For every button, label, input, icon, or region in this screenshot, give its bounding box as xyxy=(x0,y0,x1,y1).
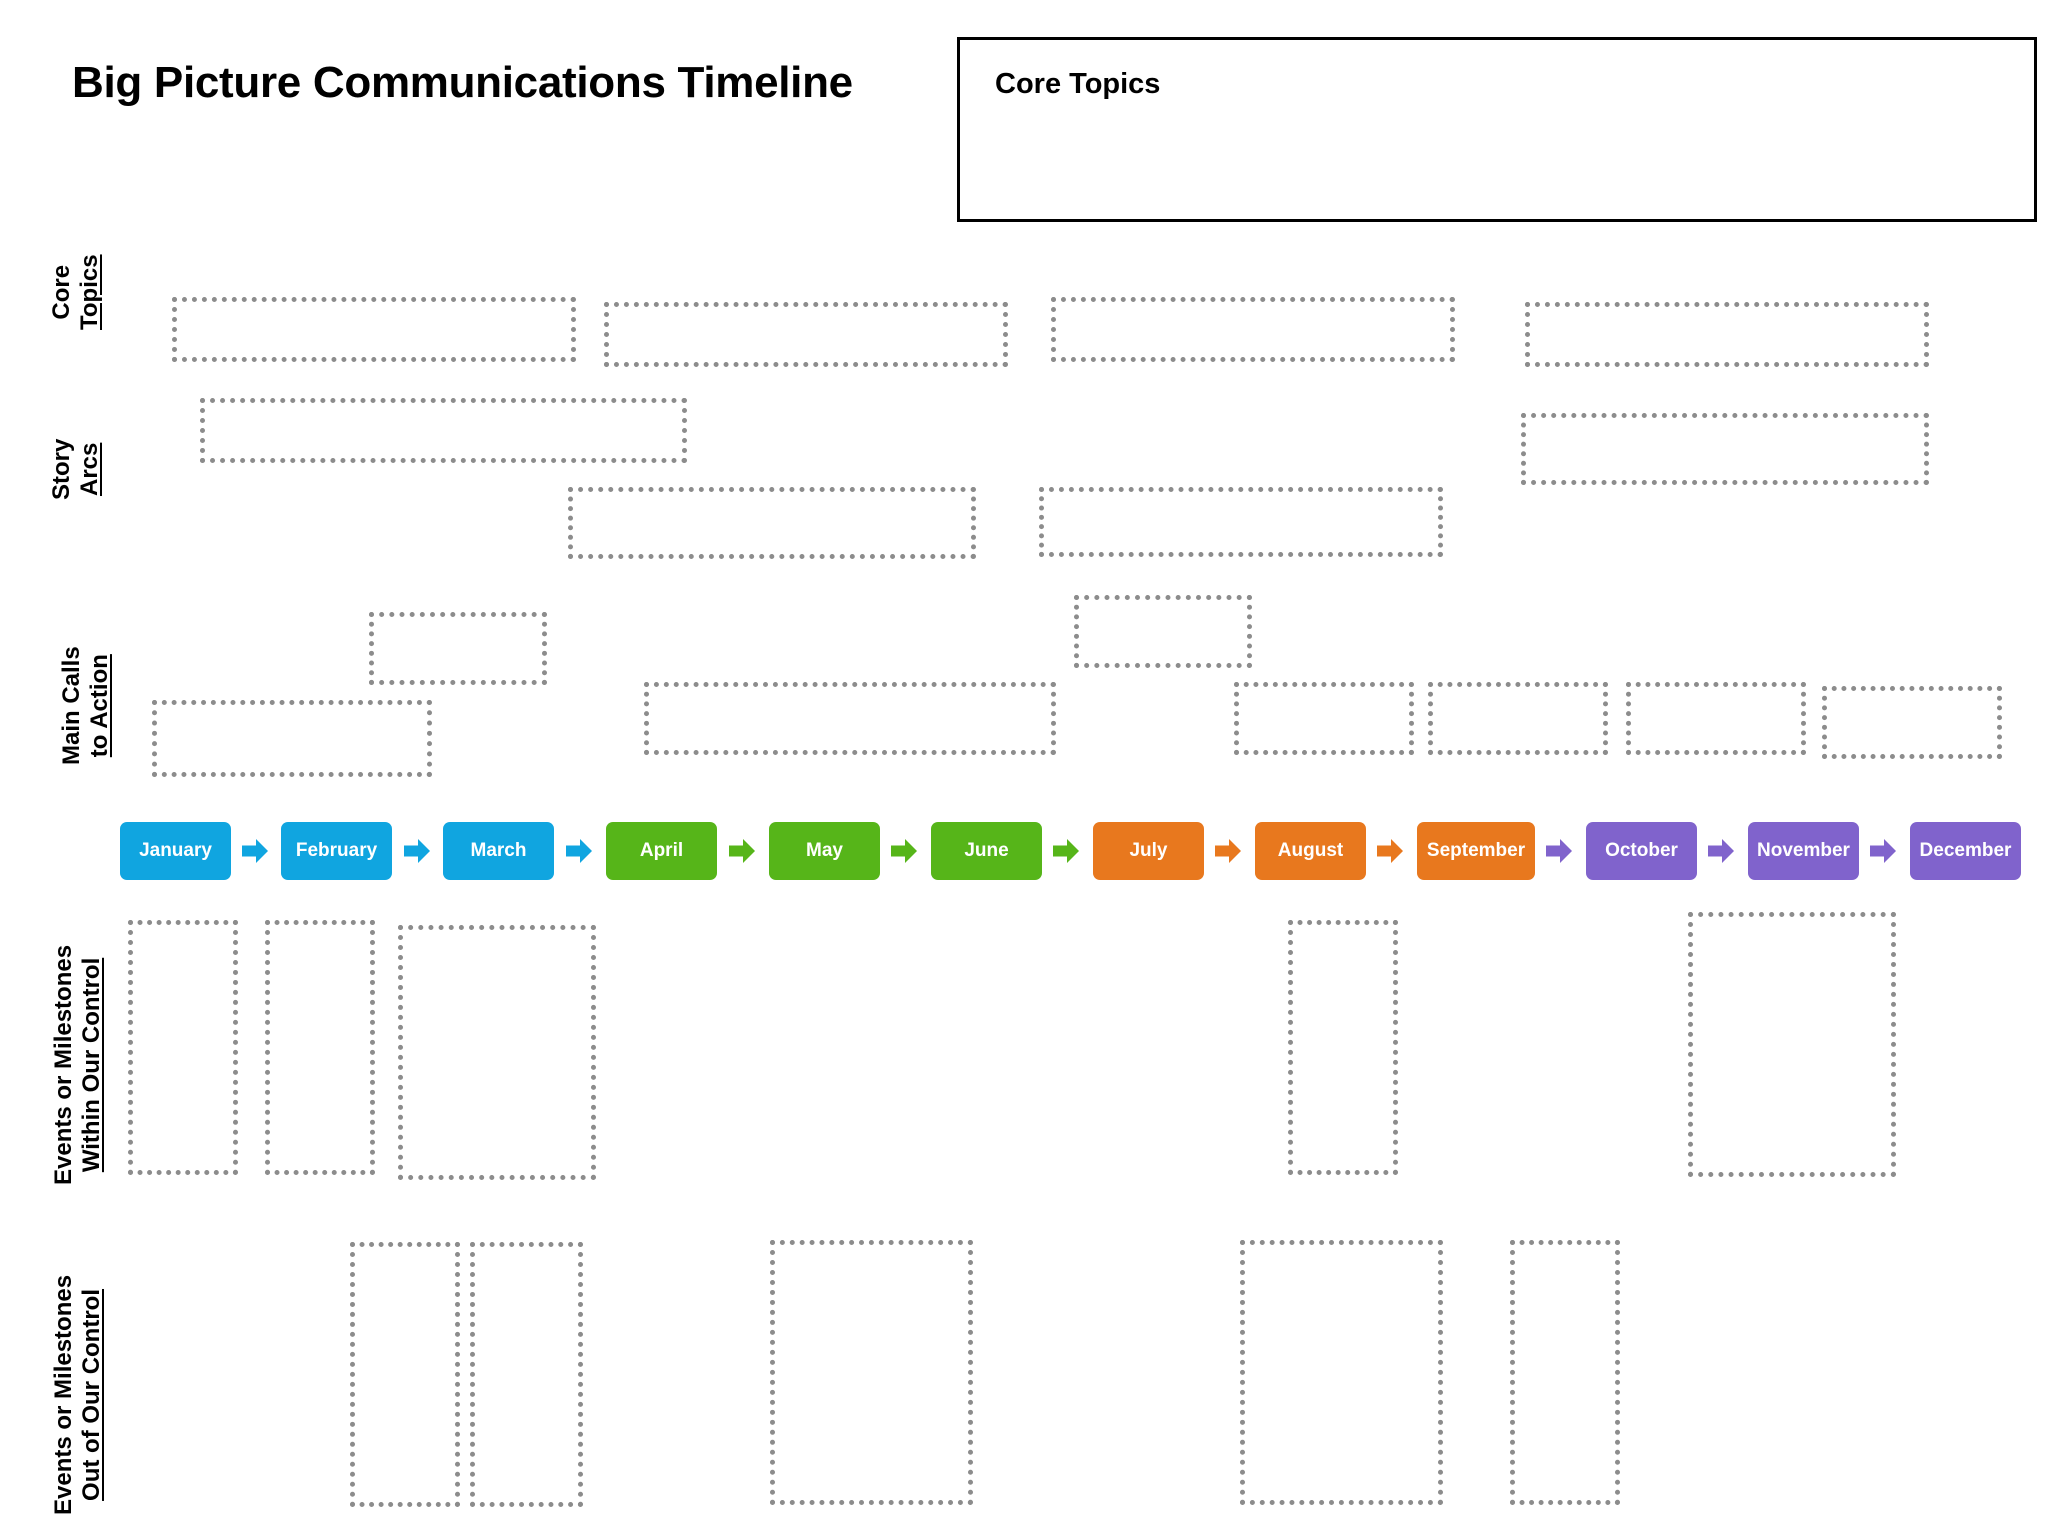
row-label-main-calls-to-action: Main Calls to Action xyxy=(58,646,115,765)
placeholder-box-core-topics-3[interactable] xyxy=(1051,297,1455,362)
month-chip-november[interactable]: November xyxy=(1748,822,1859,880)
core-topics-panel[interactable]: Core Topics xyxy=(957,37,2037,222)
placeholder-box-events-within-our-control-2[interactable] xyxy=(265,920,375,1175)
month-chip-january[interactable]: January xyxy=(120,822,231,880)
placeholder-box-events-within-our-control-3[interactable] xyxy=(398,925,596,1180)
month-chip-december[interactable]: December xyxy=(1910,822,2021,880)
arrow-right-icon-1 xyxy=(242,838,268,864)
arrow-right-icon-7 xyxy=(1215,838,1241,864)
placeholder-box-events-within-our-control-5[interactable] xyxy=(1688,912,1896,1177)
row-label-story-arcs: Story Arcs xyxy=(48,439,105,500)
arrow-right-icon-5 xyxy=(891,838,917,864)
row-label-core-topics: Core Topics xyxy=(48,254,105,330)
placeholder-box-main-calls-to-action-8[interactable] xyxy=(1822,686,2002,759)
month-chip-february[interactable]: February xyxy=(281,822,392,880)
placeholder-box-main-calls-to-action-3[interactable] xyxy=(152,700,432,777)
placeholder-box-story-arcs-4[interactable] xyxy=(1039,487,1443,557)
placeholder-box-events-out-of-our-control-4[interactable] xyxy=(1240,1240,1443,1505)
placeholder-box-core-topics-1[interactable] xyxy=(172,297,576,362)
arrow-right-icon-4 xyxy=(729,838,755,864)
month-chip-october[interactable]: October xyxy=(1586,822,1697,880)
placeholder-box-main-calls-to-action-6[interactable] xyxy=(1428,682,1608,755)
placeholder-box-events-out-of-our-control-3[interactable] xyxy=(770,1240,973,1505)
arrow-right-icon-3 xyxy=(566,838,592,864)
placeholder-box-events-within-our-control-1[interactable] xyxy=(128,920,238,1175)
placeholder-box-events-out-of-our-control-2[interactable] xyxy=(470,1242,583,1507)
row-label-line2: Out of Our Control xyxy=(78,1288,106,1501)
row-label-line1: Events or Milestones xyxy=(50,944,77,1185)
placeholder-box-story-arcs-2[interactable] xyxy=(1521,413,1929,485)
row-label-line1: Story xyxy=(48,438,75,500)
arrow-right-icon-10 xyxy=(1708,838,1734,864)
month-chip-may[interactable]: May xyxy=(769,822,880,880)
arrow-right-icon-6 xyxy=(1053,838,1079,864)
placeholder-box-core-topics-2[interactable] xyxy=(604,302,1008,367)
row-label-events-out-of-our-control: Events or Milestones Out of Our Control xyxy=(50,1275,107,1515)
row-label-line2: Within Our Control xyxy=(78,957,106,1173)
row-label-events-within-our-control: Events or Milestones Within Our Control xyxy=(50,945,107,1185)
placeholder-box-main-calls-to-action-2[interactable] xyxy=(1074,595,1252,668)
row-label-line1: Main Calls xyxy=(58,646,85,765)
month-chip-april[interactable]: April xyxy=(606,822,717,880)
month-chip-march[interactable]: March xyxy=(443,822,554,880)
arrow-right-icon-11 xyxy=(1870,838,1896,864)
arrow-right-icon-9 xyxy=(1546,838,1572,864)
placeholder-box-events-out-of-our-control-1[interactable] xyxy=(350,1242,460,1507)
row-label-line2: to Action xyxy=(86,654,114,758)
row-label-line1: Core xyxy=(48,264,75,320)
month-chip-july[interactable]: July xyxy=(1093,822,1204,880)
placeholder-box-story-arcs-3[interactable] xyxy=(568,487,976,559)
placeholder-box-story-arcs-1[interactable] xyxy=(200,398,687,463)
month-chip-september[interactable]: September xyxy=(1417,822,1535,880)
core-topics-panel-title: Core Topics xyxy=(995,68,1161,100)
arrow-right-icon-8 xyxy=(1377,838,1403,864)
placeholder-box-main-calls-to-action-4[interactable] xyxy=(644,682,1056,755)
placeholder-box-core-topics-4[interactable] xyxy=(1525,302,1929,367)
page-title: Big Picture Communications Timeline xyxy=(72,58,853,107)
row-label-line2: Arcs xyxy=(76,442,104,497)
month-chip-june[interactable]: June xyxy=(931,822,1042,880)
placeholder-box-main-calls-to-action-5[interactable] xyxy=(1234,682,1414,755)
month-chip-august[interactable]: August xyxy=(1255,822,1366,880)
row-label-line1: Events or Milestones xyxy=(50,1274,77,1515)
placeholder-box-events-within-our-control-4[interactable] xyxy=(1288,920,1398,1175)
placeholder-box-events-out-of-our-control-5[interactable] xyxy=(1510,1240,1620,1505)
arrow-right-icon-2 xyxy=(404,838,430,864)
placeholder-box-main-calls-to-action-7[interactable] xyxy=(1626,682,1806,755)
row-label-line2: Topics xyxy=(76,254,104,330)
placeholder-box-main-calls-to-action-1[interactable] xyxy=(369,612,547,685)
